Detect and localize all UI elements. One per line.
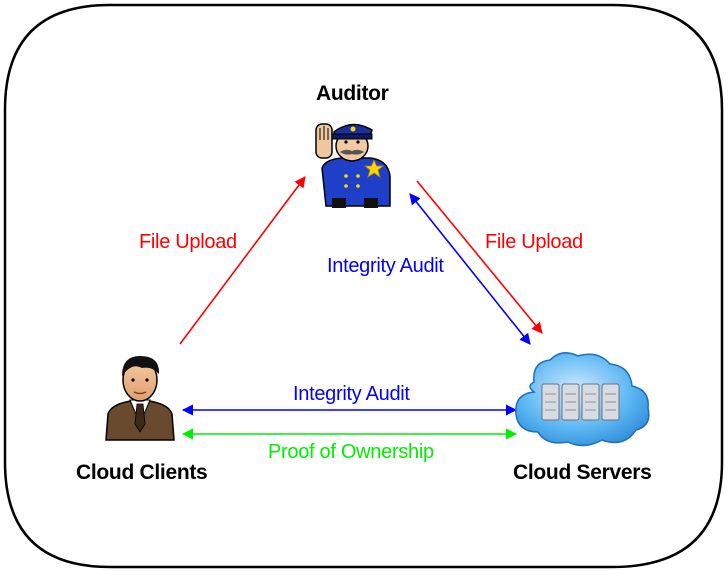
cloud-servers-label: Cloud Servers — [513, 461, 652, 484]
client-server-ownership-label: Proof of Ownership — [268, 441, 434, 463]
auditor-to-server-upload-label: File Upload — [485, 231, 583, 253]
police-officer-icon — [315, 123, 391, 208]
auditor-server-audit-label: Integrity Audit — [327, 255, 444, 277]
cloud-servers-icon — [515, 352, 650, 447]
client-to-auditor-upload-label: File Upload — [139, 231, 237, 253]
auditor-label: Auditor — [316, 82, 389, 105]
cloud-clients-label: Cloud Clients — [76, 461, 208, 484]
client-server-audit-label: Integrity Audit — [293, 383, 410, 405]
businessman-icon — [105, 356, 175, 441]
edge-auditor-server-audit — [409, 193, 531, 345]
edge-client-to-auditor-upload — [179, 176, 306, 345]
